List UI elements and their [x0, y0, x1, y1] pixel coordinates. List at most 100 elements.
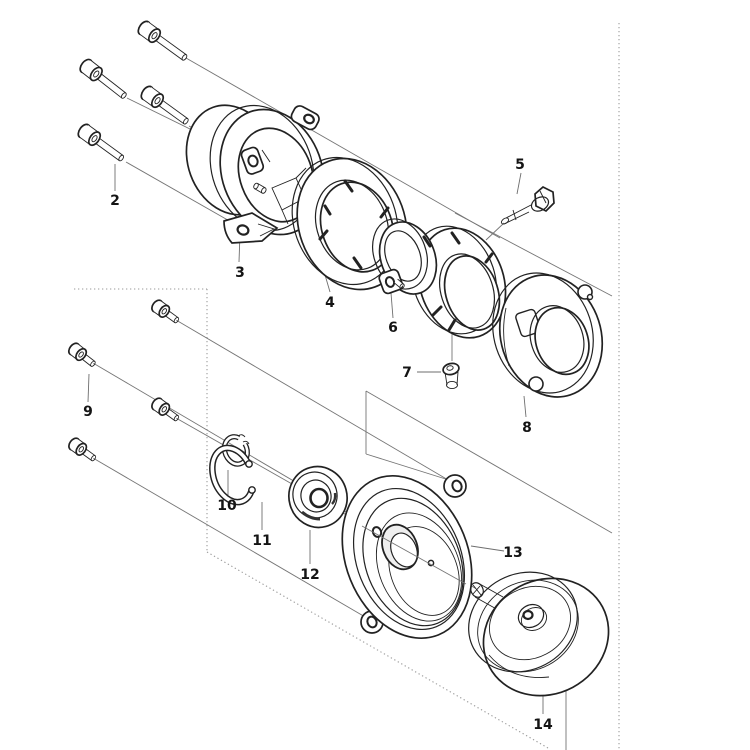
lug-arrow-detail: [257, 223, 276, 237]
circlip-eye: [245, 460, 253, 468]
ear-hole: [451, 479, 463, 493]
bolt-thread-line: [512, 209, 517, 221]
screw-shank-edge: [93, 76, 123, 99]
screw-socket: [161, 308, 168, 315]
hub-slot: [484, 252, 494, 264]
hub-bore-depth: [439, 253, 495, 329]
drum-center-hole: [522, 609, 534, 621]
screw-head-fill: [79, 124, 99, 145]
ring-tab: [318, 229, 329, 241]
screw-shank-edge: [155, 102, 185, 125]
screw-socket: [78, 351, 84, 358]
screw-head-face: [87, 131, 102, 147]
housing-cup-depth: [375, 512, 463, 622]
plane-marker-upper-diagonal: [365, 390, 613, 534]
drum-wall-inner: [477, 579, 579, 673]
ring-tab: [343, 179, 354, 193]
plug-head: [442, 362, 460, 376]
screw-tip: [120, 92, 127, 99]
stud-face: [399, 283, 405, 289]
ring-tab: [379, 206, 390, 219]
drum-outer: [482, 577, 610, 697]
bolt-head-detail: [539, 190, 547, 204]
screw-head-face: [158, 402, 171, 416]
screw-tip: [181, 54, 188, 61]
screw-tip: [90, 455, 97, 462]
lug-hole: [384, 276, 396, 288]
part-2-socket-screws: [77, 20, 189, 162]
drum-shading: [488, 654, 550, 678]
circlip-wire: [209, 444, 256, 506]
screw-shank-edge: [152, 37, 183, 61]
screw-shank-fill: [94, 71, 126, 99]
screw-shank-edge: [97, 71, 127, 94]
shaft-edge: [477, 582, 504, 598]
ear-hole: [366, 615, 378, 629]
plug-socket: [446, 365, 454, 371]
leader-9: [87, 373, 90, 403]
stud-edge: [257, 183, 266, 189]
part-7-plug-screw: [442, 362, 460, 390]
pan-screw: [67, 342, 96, 367]
socket-screw: [77, 123, 125, 162]
housing-rim: [352, 487, 466, 631]
screw-socket: [161, 406, 168, 413]
pan-screw: [68, 437, 97, 462]
label-part-9: 9: [83, 404, 93, 420]
collar-face: [372, 218, 428, 290]
housing-rim-inner: [362, 497, 464, 627]
screw-socket: [78, 446, 85, 453]
bearing-inner-race: [300, 479, 332, 513]
axis-hub-to-centerline: [454, 212, 613, 297]
socket-screw: [137, 20, 188, 61]
screw-socket: [91, 135, 98, 143]
drum-hub-side: [520, 607, 548, 631]
housing-band-edge: [209, 104, 315, 232]
part-10-retaining-clip: [221, 434, 250, 467]
circlip-wire-core: [210, 446, 254, 504]
ear-hole: [371, 526, 383, 538]
screw-tip: [90, 360, 96, 367]
bolt-flange: [530, 196, 550, 212]
screw-socket: [151, 32, 158, 40]
label-part-2: 2: [110, 193, 120, 209]
stud-edge: [254, 188, 263, 194]
label-part-14: 14: [533, 717, 553, 733]
screw-socket: [93, 70, 100, 78]
axis-through-bore: [361, 525, 467, 585]
axis-screw4: [125, 161, 241, 228]
screw-shank-edge: [96, 135, 124, 156]
drum-opening-rim: [468, 571, 578, 673]
disc-side-hole: [586, 293, 594, 301]
bearing-ball-shadow: [331, 492, 337, 505]
bearing-bore: [309, 487, 329, 509]
collar-slot: [422, 235, 432, 248]
drum-floor-ring: [488, 585, 572, 661]
disc-notch: [528, 376, 544, 392]
label-part-7: 7: [402, 365, 412, 381]
housing-bore-inner: [390, 532, 418, 568]
clip-wire-core: [223, 435, 249, 466]
screw-head-face: [147, 28, 162, 44]
part-8-lock-disc: [492, 272, 604, 398]
screw-head-fill: [81, 60, 101, 80]
screw-tip: [173, 415, 180, 422]
screw-head-fill: [139, 21, 159, 42]
axis-screw9a: [175, 319, 456, 485]
leader-6: [390, 292, 394, 319]
label-part-3: 3: [235, 265, 245, 281]
part-12-ball-bearing: [288, 465, 348, 529]
leader-8: [523, 395, 527, 418]
part-5-flange-bolt: [500, 185, 555, 225]
part-labels: 2 3 4 5 6 7 8 9 10 11 12 13 14: [83, 157, 553, 733]
screw-tip: [183, 117, 189, 125]
label-part-13: 13: [503, 545, 522, 561]
shaft-fill: [474, 583, 502, 612]
lug-hole: [247, 154, 259, 168]
screw-shank-fill: [152, 33, 187, 60]
housing-chamfer-lines: [261, 149, 307, 225]
bearing-ball-shadow: [301, 510, 321, 521]
part-6-support-hub: [372, 218, 507, 339]
part-14-clutch-drum: [468, 571, 610, 697]
